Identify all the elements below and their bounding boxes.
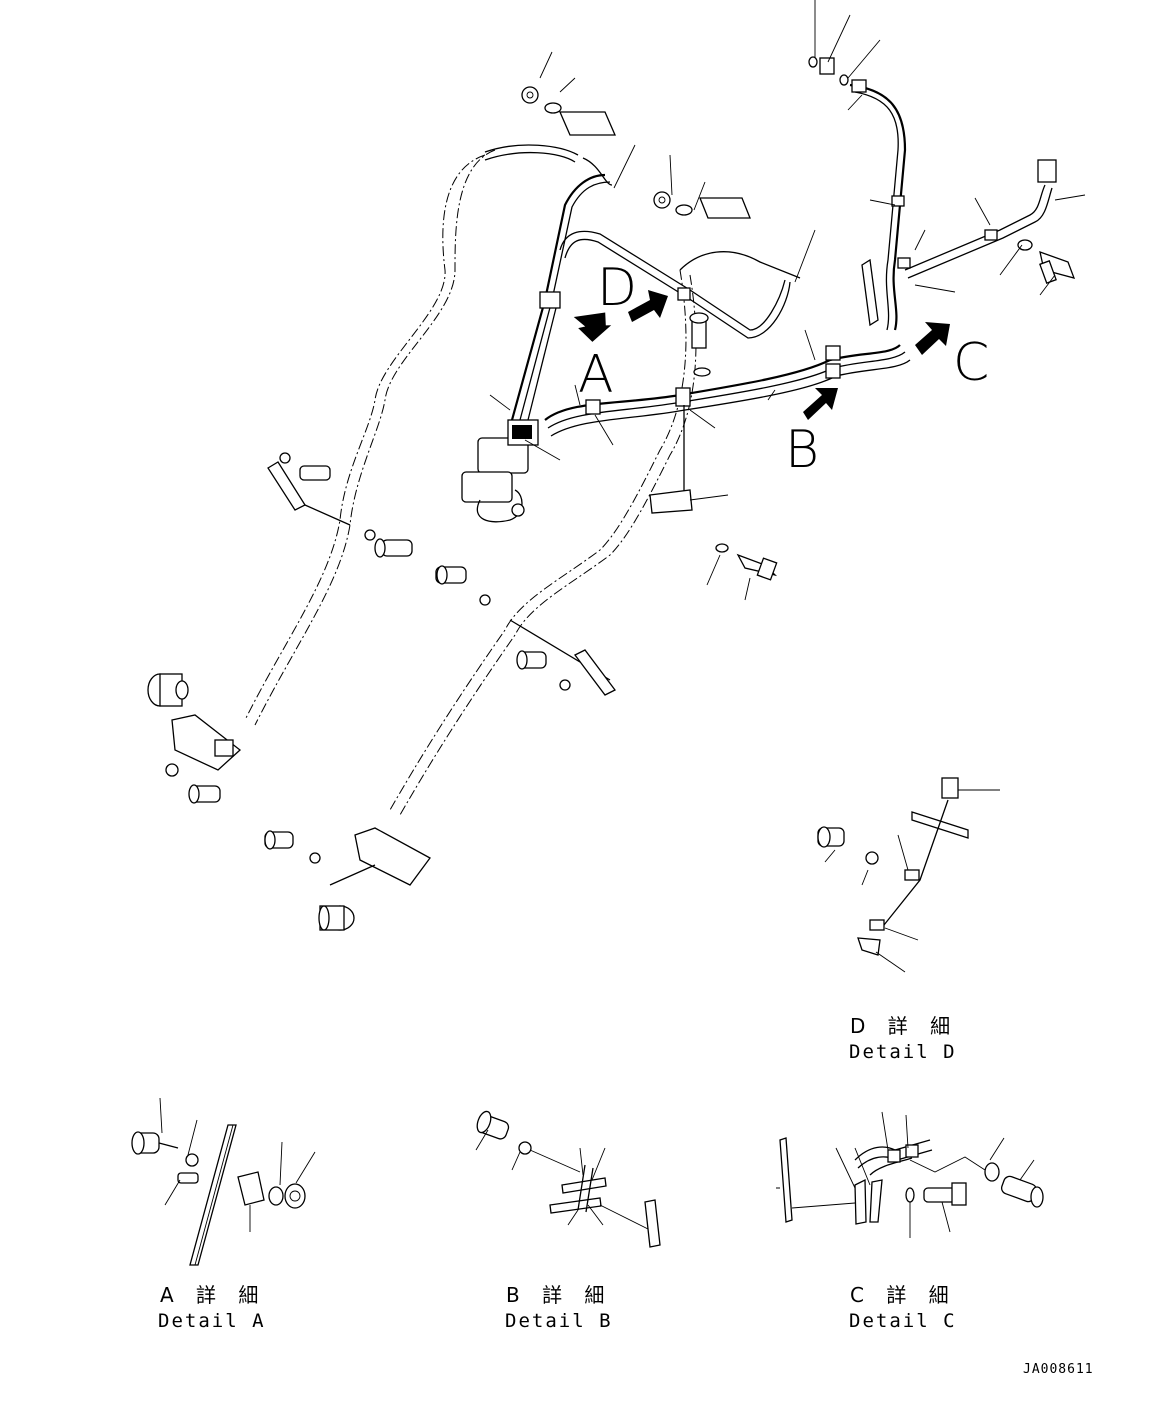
detail-a-title-jp: A 詳 細 [160,1283,266,1307]
detail-a-title-en: Detail A [158,1310,266,1332]
callout-letter-c: C [953,333,989,393]
detail-c-title-en: Detail C [849,1310,957,1332]
center-top-bracket [653,191,751,377]
detail-d-drawing [817,777,1000,973]
upper-left-bracket [521,86,616,186]
left-support-bolt [267,452,616,696]
detail-c-title-jp: C 詳 細 [850,1283,957,1307]
callout-arrows [573,290,950,420]
detail-a-drawing [131,1097,316,1266]
lower-bracket-bolt [649,405,778,581]
detail-c-drawing [776,1111,1044,1238]
top-right-fittings [808,56,1076,284]
detail-d-title-jp: D 詳 細 [850,1014,958,1038]
detail-b-title-en: Detail B [505,1310,613,1332]
detail-d-title-en: Detail D [849,1041,957,1063]
main-assembly [147,0,1086,931]
detail-b-title-jp: B 詳 細 [506,1283,612,1307]
lower-left-cylinder [147,673,242,804]
callout-letter-d: D [597,258,637,318]
drawing-id: JA008611 [1023,1362,1094,1377]
valve-body [461,419,539,523]
detail-b-drawing [475,1110,661,1248]
lower-center-cylinder [264,827,431,931]
callout-letter-b: B [785,420,819,480]
callout-letter-a: A [578,345,614,405]
